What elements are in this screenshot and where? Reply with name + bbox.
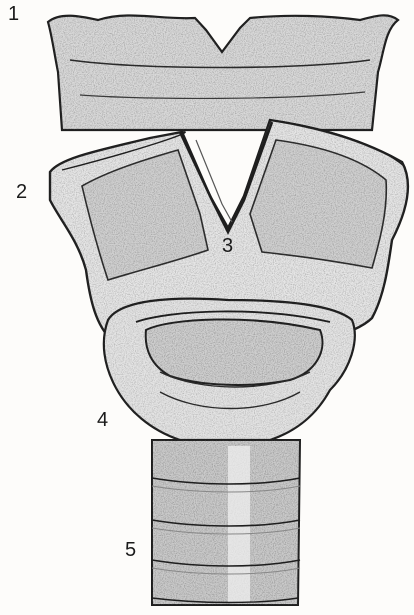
label-3: 3	[222, 236, 233, 256]
thyroid-cartilage	[48, 15, 398, 130]
cricoid-cartilage	[104, 299, 355, 440]
label-4: 4	[97, 410, 108, 430]
label-5: 5	[125, 540, 136, 560]
trachea	[152, 440, 300, 605]
label-1: 1	[8, 4, 19, 24]
label-2: 2	[16, 182, 27, 202]
